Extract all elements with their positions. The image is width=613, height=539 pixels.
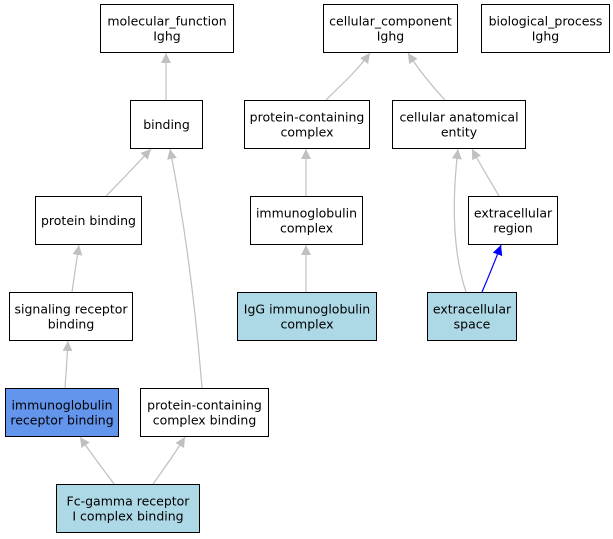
node-box bbox=[468, 196, 558, 245]
node-box bbox=[427, 292, 517, 341]
node-box bbox=[140, 388, 269, 437]
node-label: biological_process bbox=[489, 14, 603, 29]
node-label: Ighg bbox=[377, 29, 404, 44]
node-binding[interactable]: binding bbox=[130, 100, 203, 149]
node-label: immunoglobulin bbox=[256, 206, 357, 221]
edge-signaling-receptor-binding-to-protein-binding bbox=[71, 244, 83, 293]
node-label: binding bbox=[48, 317, 95, 332]
node-box bbox=[481, 4, 610, 53]
node-label: receptor binding bbox=[10, 413, 113, 428]
node-box bbox=[9, 292, 133, 341]
edge-protein-containing-complex-to-cellular-component bbox=[325, 52, 371, 101]
node-label: Fc-gamma receptor bbox=[67, 494, 191, 509]
node-box bbox=[392, 100, 526, 149]
node-box bbox=[130, 100, 203, 149]
edge-fc-gamma-receptor-binding-to-immunoglobulin-receptor-binding bbox=[79, 436, 115, 485]
node-label: molecular_function bbox=[107, 14, 226, 29]
node-label: protein-containing bbox=[250, 110, 365, 125]
edge-extracellular-region-to-cellular-anatomical-entity bbox=[471, 148, 500, 197]
edge-cellular-anatomical-entity-to-cellular-component bbox=[407, 52, 446, 101]
node-label: space bbox=[454, 317, 491, 332]
node-label: I complex binding bbox=[72, 509, 183, 524]
edge-protein-binding-to-binding bbox=[105, 148, 152, 197]
edge-fc-gamma-receptor-binding-to-protein-containing-complex-binding bbox=[152, 436, 186, 485]
edge-protein-containing-complex-binding-to-binding bbox=[167, 148, 203, 389]
edges-layer bbox=[62, 52, 503, 485]
node-label: complex bbox=[281, 125, 334, 140]
node-box bbox=[250, 196, 363, 245]
node-box bbox=[100, 4, 234, 53]
node-label: protein-containing bbox=[147, 398, 262, 413]
node-label: extracellular bbox=[474, 206, 553, 221]
node-box bbox=[35, 196, 142, 245]
node-label: region bbox=[493, 221, 533, 236]
node-label: extracellular bbox=[433, 302, 512, 317]
node-label: binding bbox=[143, 117, 190, 132]
edge-immunoglobulin-receptor-binding-to-signaling-receptor-binding bbox=[62, 340, 73, 389]
node-label: complex bbox=[280, 221, 333, 236]
edge-extracellular-space-to-cellular-anatomical-entity bbox=[451, 148, 467, 293]
edge-extracellular-space-to-extracellular-region bbox=[481, 244, 503, 293]
node-box bbox=[323, 4, 458, 53]
node-label: complex binding bbox=[153, 413, 257, 428]
node-label: cellular_component bbox=[329, 14, 452, 29]
node-label: protein binding bbox=[41, 213, 136, 228]
node-label: immunoglobulin bbox=[11, 398, 112, 413]
node-label: entity bbox=[441, 125, 478, 140]
node-box bbox=[237, 292, 377, 341]
node-box bbox=[244, 100, 370, 149]
node-label: Ighg bbox=[532, 29, 559, 44]
node-box bbox=[56, 484, 200, 533]
node-protein-binding[interactable]: protein binding bbox=[35, 196, 142, 245]
node-label: Ighg bbox=[153, 29, 180, 44]
node-box bbox=[5, 388, 119, 437]
node-label: signaling receptor bbox=[14, 302, 128, 317]
node-label: complex bbox=[281, 317, 334, 332]
node-label: cellular anatomical bbox=[399, 110, 518, 125]
node-label: IgG immunoglobulin bbox=[244, 302, 370, 317]
